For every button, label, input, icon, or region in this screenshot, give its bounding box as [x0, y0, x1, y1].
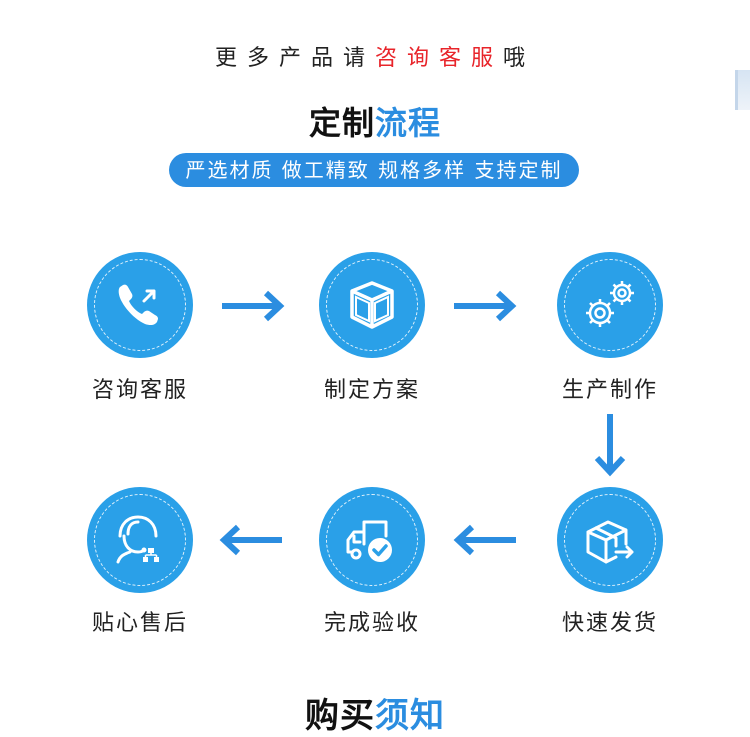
step-plan-circle [319, 252, 425, 358]
section-title: 定制流程 [0, 98, 750, 144]
package-ship-icon [586, 520, 634, 564]
step-label: 贴心售后 [91, 611, 188, 636]
step-label: 咨询客服 [91, 378, 188, 403]
truck-check-icon [346, 520, 392, 562]
step-shipping-circle [557, 487, 663, 593]
prompt-prefix: 更多产品请 [214, 46, 375, 71]
arrow-right-icon [220, 290, 286, 322]
prompt-highlight: 咨询客服 [374, 46, 503, 71]
step-acceptance-circle [319, 487, 425, 593]
step-consult-circle [87, 252, 193, 358]
step-label: 制定方案 [323, 378, 420, 403]
step-aftersales-circle [87, 487, 193, 593]
arrow-down-icon [594, 412, 626, 478]
purchase-notice-title: 购买须知 [0, 688, 750, 737]
decorative-edge-graphic [735, 70, 750, 110]
step-label: 生产制作 [561, 378, 658, 403]
customer-service-icon [116, 515, 159, 564]
phone-call-icon [118, 284, 158, 326]
prompt-suffix: 哦 [503, 46, 536, 71]
purchase-title-black: 购买 [305, 696, 375, 736]
section-title-blue: 流程 [375, 104, 442, 142]
step-production-circle [557, 252, 663, 358]
arrow-left-icon [452, 524, 518, 556]
step-label: 快速发货 [561, 611, 658, 636]
arrow-right-icon [452, 290, 518, 322]
section-title-black: 定制 [308, 104, 375, 142]
arrow-left-icon [218, 524, 284, 556]
step-label: 完成验收 [323, 611, 420, 636]
gears-icon [586, 281, 634, 327]
contact-prompt: 更多产品请咨询客服哦 [0, 40, 750, 72]
tagline-banner: 严选材质 做工精致 规格多样 支持定制 [169, 153, 579, 187]
purchase-title-blue: 须知 [375, 696, 445, 736]
cube-icon [350, 281, 394, 329]
